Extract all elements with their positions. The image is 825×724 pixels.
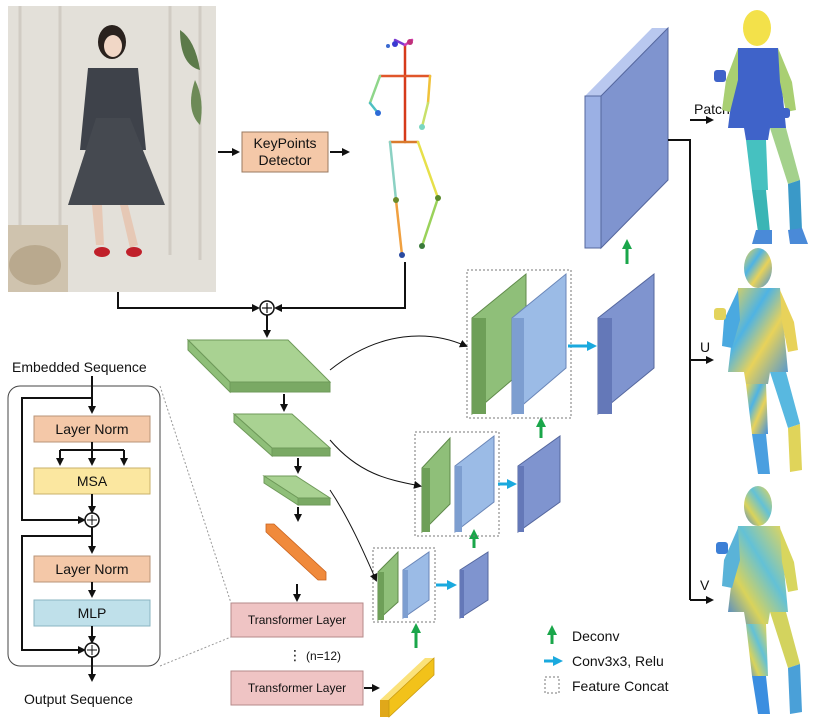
legend-concat-icon xyxy=(544,676,560,694)
u-label: U xyxy=(700,339,710,355)
layer-norm-1-label: Layer Norm xyxy=(55,421,128,437)
output-sequence-label: Output Sequence xyxy=(24,691,133,707)
skip-connection-2 xyxy=(329,439,422,489)
transformer-dots: ⋮ xyxy=(288,647,302,663)
feature-plate-2 xyxy=(232,412,332,458)
legend: Deconv Conv3x3, Relu Feature Concat xyxy=(544,625,669,694)
layer-norm-1-box: Layer Norm xyxy=(33,415,151,443)
decoder-mid-navy xyxy=(517,435,561,533)
decoder-large-navy xyxy=(597,272,655,416)
transformer-layer-bottom-label: Transformer Layer xyxy=(248,681,346,695)
decoder-mid-blue xyxy=(454,434,495,534)
transformer-repeat: (n=12) xyxy=(306,649,341,663)
transformer-layer-top-label: Transformer Layer xyxy=(248,613,346,627)
layer-norm-2-label: Layer Norm xyxy=(55,561,128,577)
u-body-figure xyxy=(714,248,802,474)
mlp-label: MLP xyxy=(78,605,107,621)
transformer-layer-top: Transformer Layer xyxy=(230,602,364,638)
keypoints-detector-box: KeyPoints Detector xyxy=(241,131,329,173)
legend-deconv-label: Deconv xyxy=(572,628,619,644)
keypoints-line1: KeyPoints xyxy=(253,135,316,151)
layer-norm-2-box: Layer Norm xyxy=(33,555,151,583)
encoder-block-frame xyxy=(7,385,161,667)
legend-concat-label: Feature Concat xyxy=(572,678,669,694)
zoom-line-bottom xyxy=(159,636,232,667)
patch-label: Patch xyxy=(694,101,730,117)
decoder-small-blue xyxy=(402,551,430,619)
yellow-token-bar xyxy=(380,657,435,718)
orange-token-bar xyxy=(265,523,327,581)
v-body-figure xyxy=(716,486,802,714)
v-label: V xyxy=(700,577,710,593)
skip-connection-1 xyxy=(329,335,468,371)
legend-conv-label: Conv3x3, Relu xyxy=(572,653,664,669)
decoder-large-blue xyxy=(511,272,567,416)
plus-merge-node xyxy=(259,300,275,316)
msa-label: MSA xyxy=(77,473,108,489)
feature-plate-1 xyxy=(186,338,332,394)
input-photo xyxy=(8,6,216,292)
residual-plus-2 xyxy=(84,642,100,658)
residual-plus-1 xyxy=(84,512,100,528)
patch-body-figure xyxy=(714,10,808,244)
msa-box: MSA xyxy=(33,467,151,495)
output-branch-trunk xyxy=(668,139,691,600)
feature-plate-3 xyxy=(262,475,332,506)
decoder-mid-green xyxy=(421,436,451,534)
decoder-small-green xyxy=(377,550,399,622)
mlp-box: MLP xyxy=(33,599,151,627)
zoom-line-top xyxy=(159,385,232,604)
output-feature-plate xyxy=(584,26,669,250)
decoder-small-navy xyxy=(459,551,489,619)
keypoints-line2: Detector xyxy=(259,152,312,168)
embedded-sequence-label: Embedded Sequence xyxy=(12,359,147,375)
skip-connection-3 xyxy=(329,489,378,582)
pose-skeleton xyxy=(368,38,441,258)
transformer-layer-bottom: Transformer Layer xyxy=(230,670,364,706)
